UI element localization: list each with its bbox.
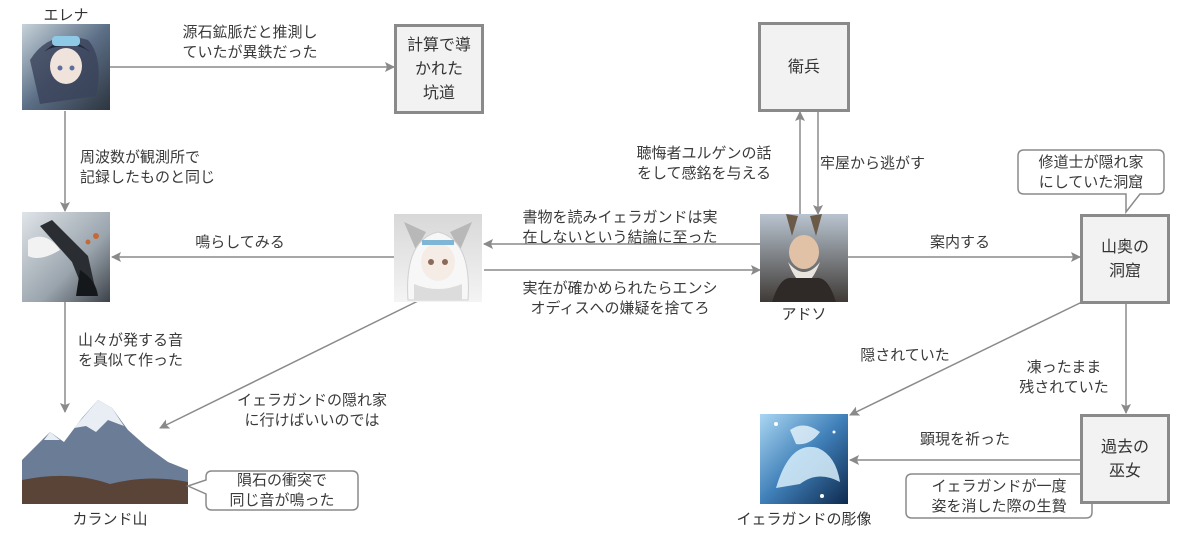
elena-portrait <box>22 24 110 110</box>
label-e10: 案内する <box>929 233 990 251</box>
caption-adoso: アドソ <box>781 305 827 323</box>
label-e2: 周波数が観測所で 記録したものと同じ <box>80 148 216 186</box>
edge-girl-karand <box>159 299 421 429</box>
label-e7: 実在が確かめられたらエンシ オディスへの嫌疑を捨てろ <box>522 279 718 317</box>
ear-girl-portrait <box>394 214 482 302</box>
horn-instrument-image <box>22 212 110 302</box>
label-e9: 牢屋から逃がす <box>820 154 926 172</box>
callout-karand-shape <box>185 470 359 511</box>
edge-lines <box>60 62 1131 465</box>
label-e3: 鳴らしてみる <box>195 233 285 251</box>
node-miko: 過去の 巫女 <box>1080 414 1170 504</box>
adoso-portrait <box>760 214 848 302</box>
label-e8: 聴悔者ユルゲンの話 をして感銘を与える <box>636 144 772 182</box>
label-e11: 隠されていた <box>860 346 950 364</box>
label-e4: 山々が発する音 を真似て作った <box>78 331 184 369</box>
caption-karand: カランド山 <box>72 510 148 528</box>
node-doukutsu: 山奥の 洞窟 <box>1080 214 1170 304</box>
node-koudou: 計算で導 かれた 坑道 <box>394 24 484 114</box>
label-e6: 書物を読みイェラガンドは実 在しないという結論に至った <box>522 208 718 246</box>
label-e5: イェラガンドの隠れ家 に行けばいいのでは <box>236 391 387 429</box>
callout-miko-text: イェラガンドが一度 姿を消した際の生贄 <box>931 477 1067 515</box>
caption-statue: イェラガンドの彫像 <box>736 510 872 528</box>
label-e13: 顕現を祈った <box>919 430 1010 448</box>
callout-doukutsu-text: 修道士が隠れ家 にしていた洞窟 <box>1038 153 1144 191</box>
callout-karand-text: 隕石の衝突で 同じ音が鳴った <box>229 471 335 509</box>
label-e12: 凍ったまま 残されていた <box>1019 358 1109 396</box>
yelagand-statue-image <box>760 414 848 504</box>
karand-mountain-image <box>22 400 188 504</box>
node-eihei: 衛兵 <box>758 22 850 112</box>
label-e1: 源石鉱脈だと推測し ていたが異鉄だった <box>182 23 318 61</box>
caption-elena: エレナ <box>43 6 89 24</box>
callout-doukutsu-shape <box>1017 149 1165 215</box>
edge-doukutsu-statue <box>849 301 1083 416</box>
